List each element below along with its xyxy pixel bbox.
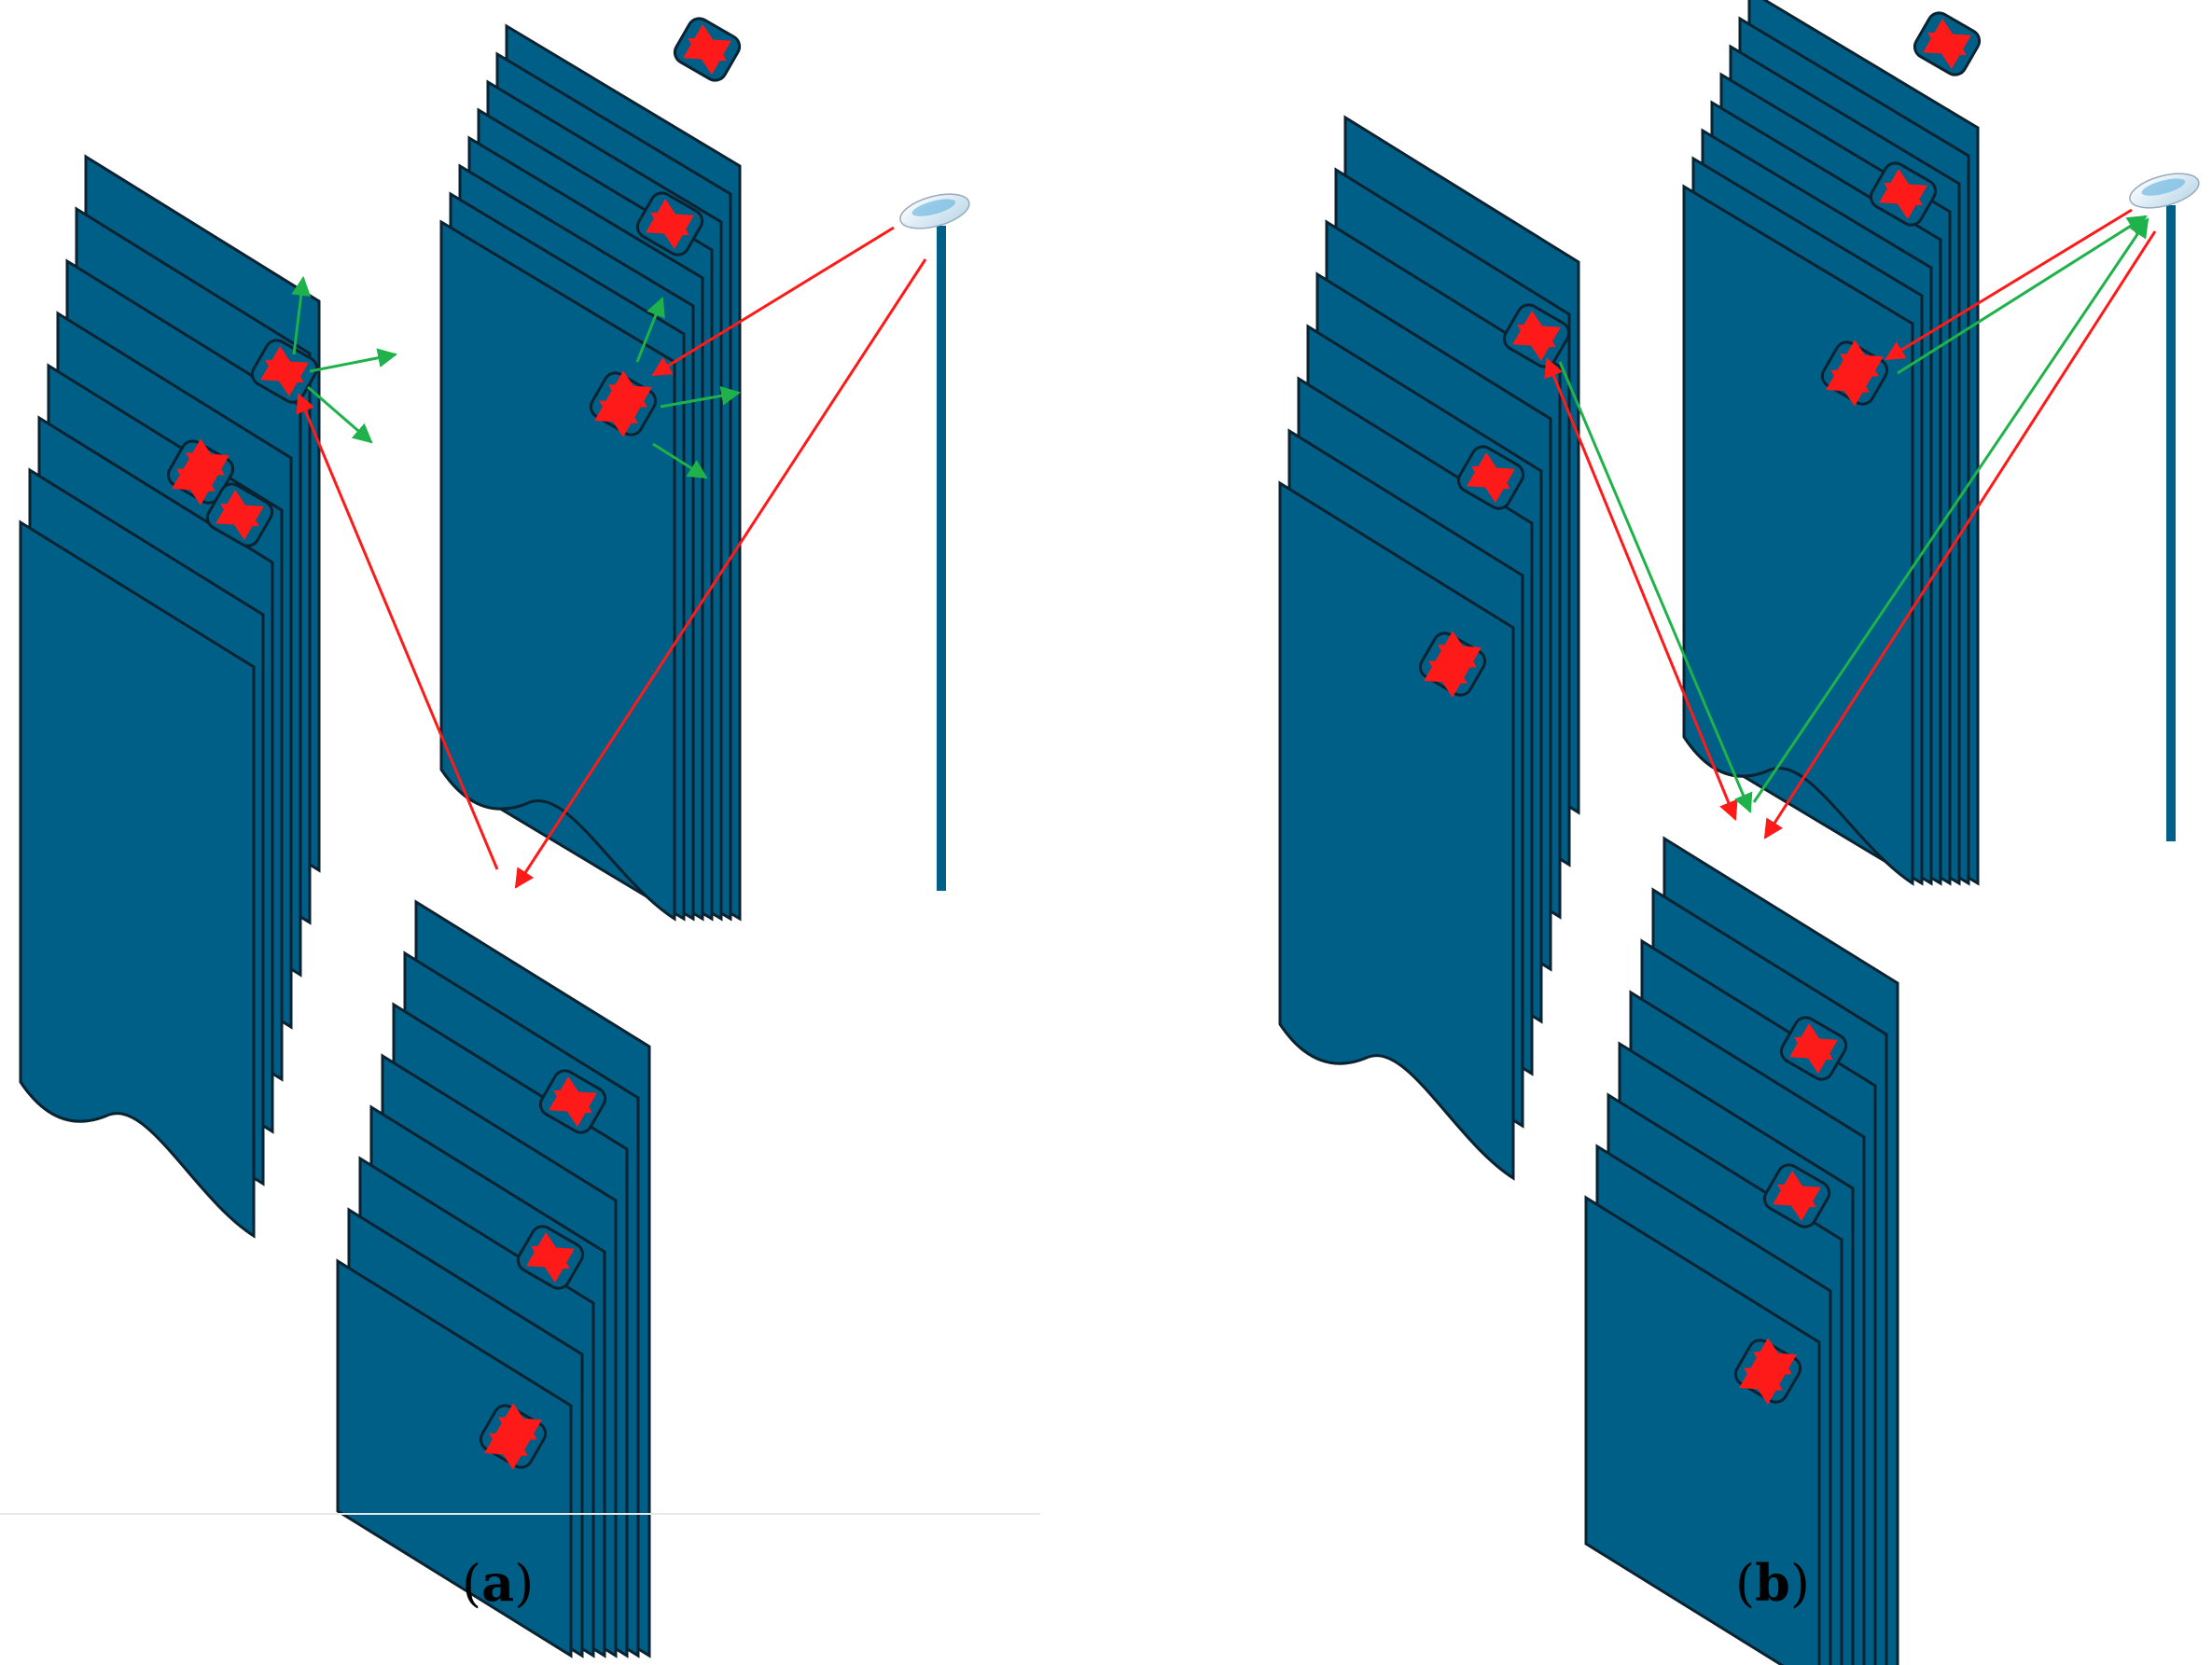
red-signal-arrow [651,226,895,377]
double-arrow [1739,1353,1788,1405]
red-signal-arrow [1885,208,2133,361]
bidirectional-arrow-icon [1733,1338,1802,1405]
double-arrow [646,198,694,250]
green-signal-arrow [652,442,708,479]
double-arrow [1773,1170,1821,1222]
green-signal-arrow [635,297,665,363]
panel-a [0,17,1040,1658]
rack-right-b [1682,0,1980,886]
green-signal-arrow [309,348,398,373]
rack-right-a [439,23,742,922]
red-signal-arrow [296,393,499,870]
double-arrow [216,489,264,541]
bidirectional-arrow-icon [516,1225,585,1290]
reader-window [2141,178,2186,196]
green-signal-arrow [660,385,742,409]
double-arrow [549,1075,597,1128]
double-arrow [1923,18,1971,70]
bidirectional-arrow-icon [589,370,658,437]
rack-sheet [336,1258,573,1658]
double-arrow [1467,451,1515,504]
red-signal-arrow [1763,230,2157,839]
panel-b-caption: (b) [1735,1553,1810,1613]
bidirectional-arrow-icon [1456,445,1525,510]
double-arrow [594,386,643,437]
double-arrow [683,23,731,76]
wireless-reader-icon [899,193,970,229]
double-arrow [1789,1022,1838,1075]
double-arrow [526,1231,575,1283]
double-arrow [1512,310,1561,362]
red-signal-arrow [1544,357,1738,821]
rack-bottom-a [336,899,651,1658]
bidirectional-arrow-icon [1820,340,1889,407]
double-arrow [484,1419,533,1470]
reader-window [911,199,956,216]
double-arrow [1879,168,1927,220]
reader-pole [2166,205,2176,841]
panel-a-caption: (a) [462,1553,535,1613]
reader-pole [937,226,946,891]
bidirectional-arrow-icon [205,482,274,548]
bidirectional-arrow-icon [538,1069,607,1134]
panel-b [1278,0,2200,1665]
rack-sheet [19,520,256,1239]
rack-left-a [19,154,321,1239]
bidirectional-arrow-icon [1418,631,1487,698]
green-signal-arrow [1897,215,2148,375]
double-arrow [1826,355,1874,407]
double-arrow [172,454,220,506]
green-signal-arrow [1558,361,1753,813]
green-signal-arrow [1752,217,2149,803]
rack-bottom-b [1584,836,1899,1665]
bidirectional-arrow-icon [635,191,704,257]
green-signal-arrow [291,275,312,355]
bidirectional-arrow-icon [479,1403,548,1470]
green-signal-arrow [307,385,373,444]
double-arrow [1424,646,1472,698]
bidirectional-arrow-icon [1869,161,1938,227]
bidirectional-arrow-icon [1762,1163,1831,1228]
bidirectional-arrow-icon [250,339,319,404]
bidirectional-arrow-icon [1913,11,1982,76]
double-arrow [260,345,309,397]
red-signal-arrow [514,258,927,889]
rack-sheet [1584,1195,1821,1665]
wireless-reader-icon [2129,173,2200,209]
bidirectional-arrow-icon [673,17,742,82]
bidirectional-arrow-icon [1779,1016,1848,1081]
bidirectional-arrow-icon [1502,303,1571,368]
